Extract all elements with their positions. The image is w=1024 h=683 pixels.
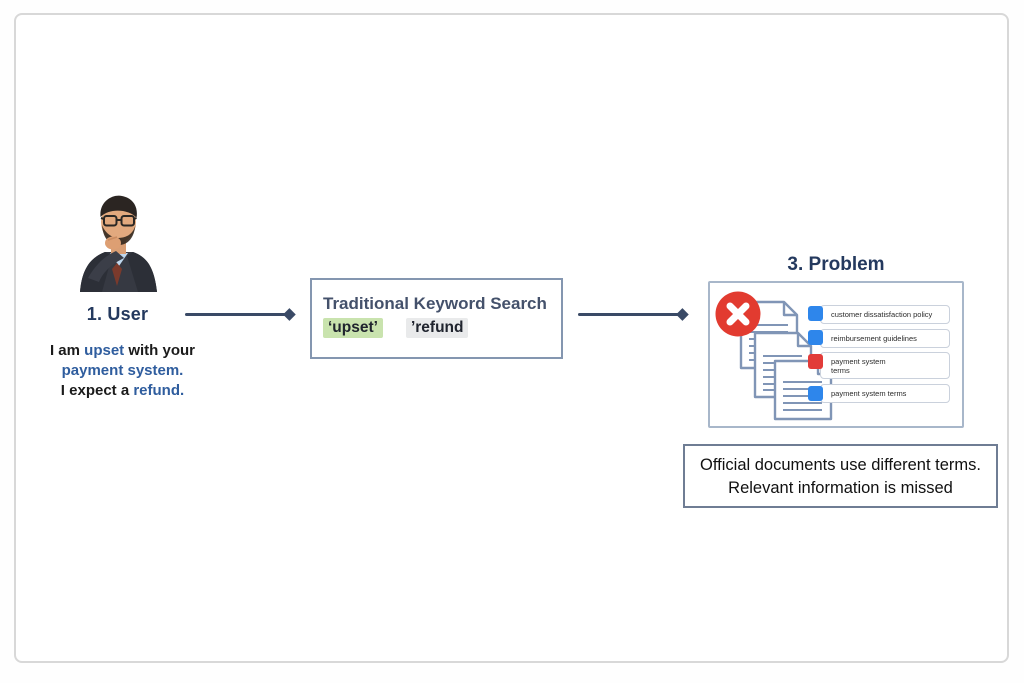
- arrow-shaft: [185, 313, 289, 316]
- search-keywords: ‘upset’ ’refund: [323, 318, 561, 338]
- problem-step-title: 3. Problem: [787, 254, 885, 275]
- search-result-row: reimbursement guidelines: [820, 329, 950, 348]
- quote-text: I am: [49, 342, 85, 359]
- quote-text: with your: [124, 342, 196, 359]
- arrow-diamond-head: [676, 308, 689, 321]
- x-circle-icon: [715, 291, 761, 337]
- result-label: payment system terms: [831, 356, 886, 375]
- result-label: reimbursement guidelines: [831, 334, 917, 343]
- caption-line-1: Official documents use different terms.: [700, 456, 981, 474]
- quote-keyword-upset: upset: [84, 342, 125, 359]
- user-quote: I am upset with your payment system. I e…: [20, 341, 225, 401]
- search-box-title: Traditional Keyword Search: [323, 294, 547, 313]
- search-result-row: payment system terms: [820, 384, 950, 403]
- keyword-search-box: Traditional Keyword Search ‘upset’ ’refun…: [310, 278, 563, 359]
- keyword-upset-highlight: ‘upset’: [323, 318, 383, 338]
- user-step-title: 1. User: [86, 304, 149, 324]
- arrow-right-icon: [578, 308, 691, 321]
- search-result-row: payment system terms: [820, 352, 950, 379]
- problem-caption-box: Official documents use different terms. …: [683, 444, 998, 508]
- thinking-man-photo: [72, 192, 164, 292]
- quote-keyword-payment-system: payment system.: [61, 362, 184, 379]
- search-result-row: customer dissatisfaction policy: [820, 305, 950, 324]
- keyword-refund-highlight: ’refund: [405, 318, 469, 338]
- color-square-icon: [808, 306, 823, 321]
- caption-line-2: Relevant information is missed: [728, 479, 953, 497]
- arrow-diamond-head: [283, 308, 296, 321]
- color-square-icon: [808, 386, 823, 401]
- quote-keyword-refund: refund.: [133, 382, 185, 399]
- arrow-shaft: [578, 313, 682, 316]
- result-label: payment system terms: [831, 389, 907, 398]
- arrow-right-icon: [185, 308, 298, 321]
- color-square-icon: [808, 354, 823, 369]
- thinking-person-illustration: [80, 195, 157, 292]
- color-square-icon: [808, 330, 823, 345]
- quote-text: I expect a: [60, 382, 134, 399]
- problem-result-box: customer dissatisfaction policy reimburs…: [708, 281, 964, 428]
- result-label: customer dissatisfaction policy: [831, 310, 933, 319]
